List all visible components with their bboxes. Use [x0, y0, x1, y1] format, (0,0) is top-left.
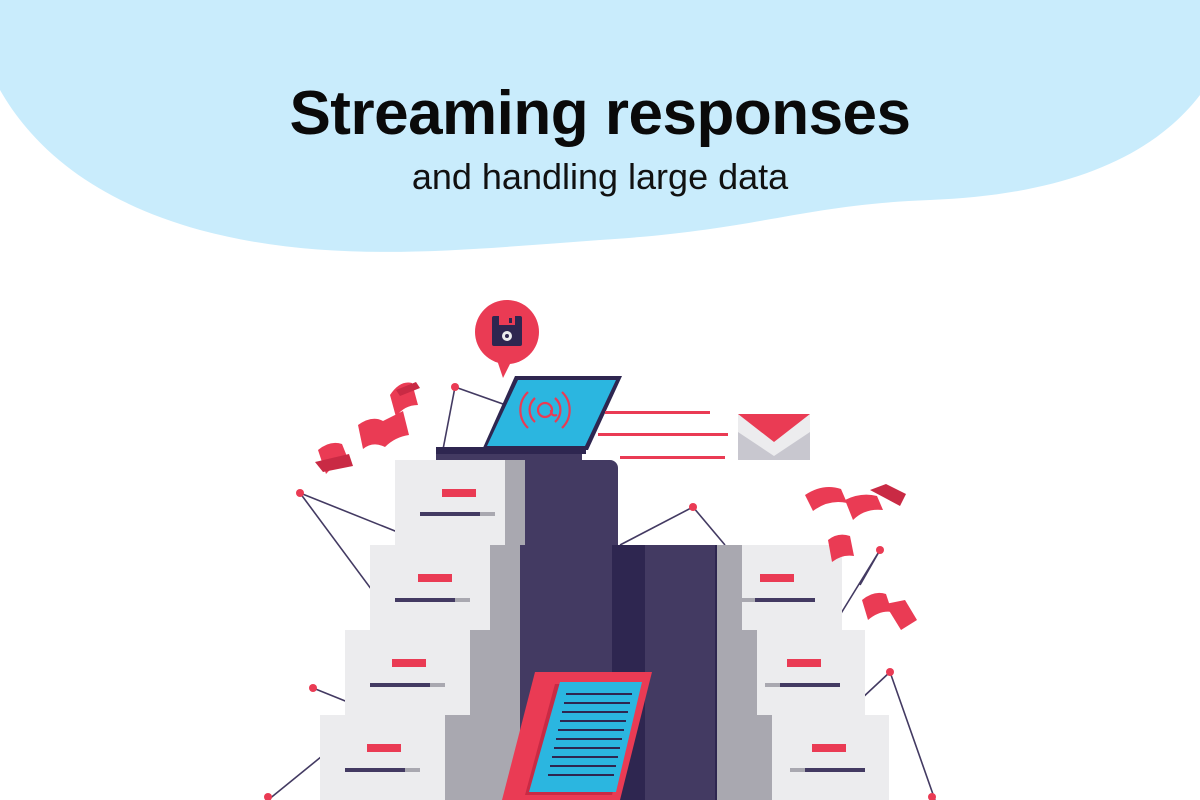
page-title: Streaming responses	[289, 79, 911, 148]
left-cabinets	[320, 460, 525, 800]
speed-lines	[598, 411, 728, 459]
document-icon	[502, 672, 652, 800]
signal-at-icon	[519, 391, 571, 429]
mail-envelope-icon	[738, 414, 810, 460]
header-blob	[0, 0, 1200, 252]
page-subtitle: and handling large data	[411, 156, 789, 197]
flying-papers-right	[805, 484, 917, 630]
right-cabinets	[717, 545, 889, 800]
flying-papers-left	[315, 382, 420, 474]
floppy-disk-icon	[475, 300, 539, 378]
laptop	[436, 376, 622, 454]
